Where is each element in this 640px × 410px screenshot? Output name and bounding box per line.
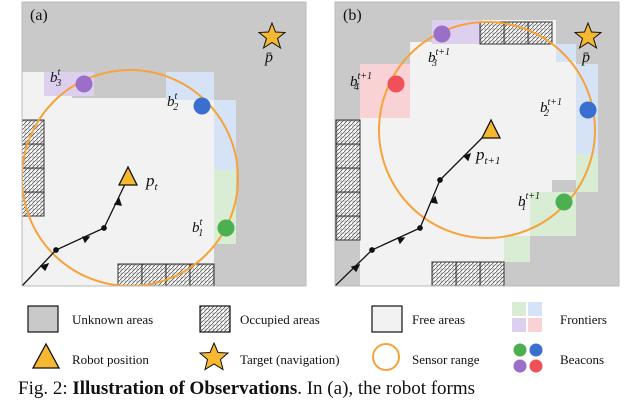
legend-sensor-label: Sensor range xyxy=(412,352,480,367)
robot-label: pt xyxy=(145,171,159,193)
target-star xyxy=(573,21,603,50)
frontier-green xyxy=(504,236,530,262)
panel-b-border xyxy=(334,1,620,287)
caption-text: . In (a), the robot forms xyxy=(297,378,476,399)
legend-beacons-swatch xyxy=(513,343,543,373)
legend-robot-label: Robot position xyxy=(72,352,149,367)
panel-a xyxy=(22,2,306,286)
legend-target-label: Target (navigation) xyxy=(240,352,340,367)
beacon-dot xyxy=(387,75,405,93)
legend-sensor-swatch xyxy=(372,343,400,371)
target-label: p̄ xyxy=(264,49,273,66)
legend-occupied-swatch xyxy=(199,305,231,333)
legend-free-swatch xyxy=(371,305,403,333)
panel-a-border xyxy=(21,1,307,287)
figure-caption: Fig. 2: Illustration of Observations. In… xyxy=(18,378,640,400)
legend: Unknown areas Occupied areas Free areas … xyxy=(27,302,607,373)
caption-prefix: Fig. 2: xyxy=(18,378,73,399)
sensor-range-circle xyxy=(378,21,596,239)
beacon-dot xyxy=(217,219,235,237)
legend-beacons-label: Beacons xyxy=(560,352,604,367)
occupied-wall-left xyxy=(335,119,361,241)
robot-trajectory xyxy=(335,131,489,286)
free-area xyxy=(360,20,576,286)
beacon-dot xyxy=(433,25,451,43)
caption-title: Illustration of Observations xyxy=(72,378,298,399)
occupied-wall-bottom xyxy=(117,263,215,286)
frontier-blue xyxy=(556,44,576,62)
panel-label: (b) xyxy=(343,7,362,24)
legend-robot-swatch xyxy=(31,342,61,369)
occupied-wall-bottom xyxy=(431,261,505,286)
frontier-blue xyxy=(166,72,214,100)
beacon-dot xyxy=(579,101,597,119)
target-label: p̄ xyxy=(581,49,590,66)
beacon-dot xyxy=(555,193,573,211)
legend-unknown-label: Unknown areas xyxy=(72,312,153,327)
legend-occupied-label: Occupied areas xyxy=(240,312,320,327)
frontier-blue xyxy=(214,100,236,170)
legend-frontiers-swatch xyxy=(512,302,542,332)
robot-triangle xyxy=(117,165,139,186)
free-area xyxy=(22,72,214,286)
robot-label: pt+1 xyxy=(475,145,500,167)
beacon-dot xyxy=(193,97,211,115)
legend-target-swatch xyxy=(198,341,230,371)
robot-triangle xyxy=(480,118,502,139)
legend-frontiers-label: Frontiers xyxy=(560,312,607,327)
sensor-range-circle xyxy=(22,69,239,286)
robot-trajectory xyxy=(22,179,128,286)
legend-free-label: Free areas xyxy=(412,312,465,327)
target-star xyxy=(257,21,287,50)
panel-b xyxy=(335,2,619,286)
panel-label: (a) xyxy=(30,7,48,24)
legend-unknown-swatch xyxy=(27,305,59,333)
beacon-dot xyxy=(75,75,93,93)
frontier-red xyxy=(360,64,410,118)
